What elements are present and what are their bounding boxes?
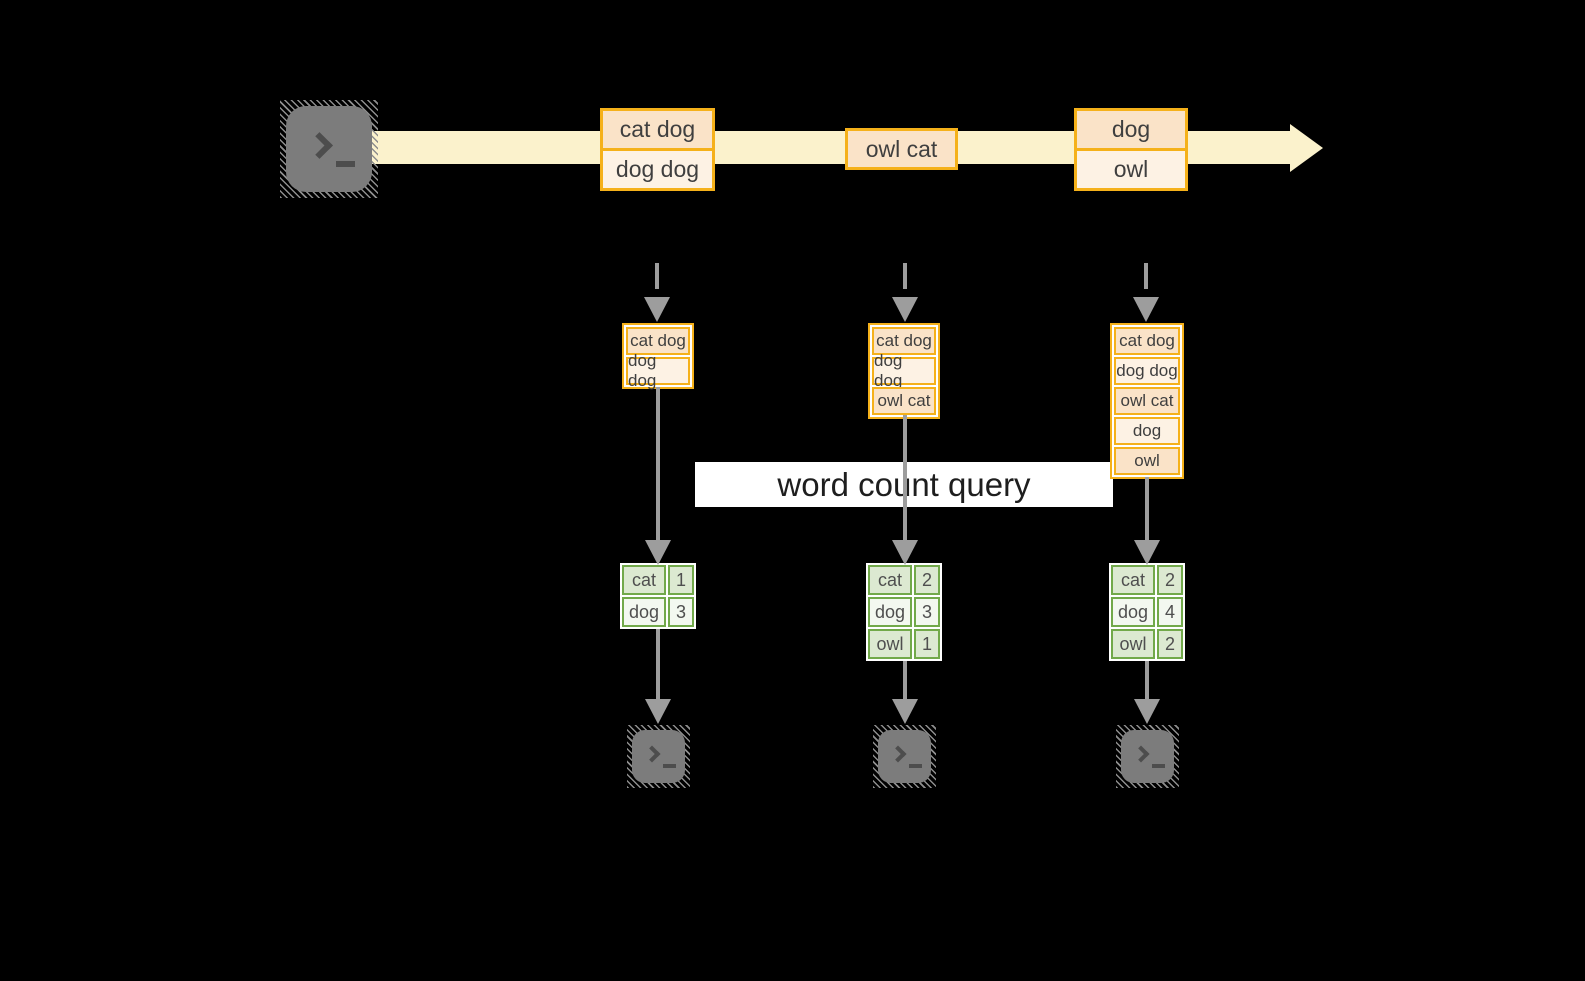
terminal-screen xyxy=(1121,730,1174,783)
input-buffer-stage-3: cat dog dog dog owl cat dog owl xyxy=(1110,323,1184,479)
query-arrowhead-icon xyxy=(645,540,671,565)
buffer-row: dog dog xyxy=(1114,357,1180,385)
buffer-row: dog dog xyxy=(626,351,690,390)
sink-terminal-icon xyxy=(627,725,690,788)
output-arrow-line xyxy=(1145,661,1149,701)
prompt-underscore-icon xyxy=(663,764,676,768)
sink-terminal-icon xyxy=(1116,725,1179,788)
query-arrow-line xyxy=(903,415,907,542)
sink-terminal-icon xyxy=(873,725,936,788)
ingest-arrowhead-icon xyxy=(1133,297,1159,322)
prompt-underscore-icon xyxy=(336,161,355,167)
query-arrowhead-icon xyxy=(892,540,918,565)
count-table-stage-1: cat 1 dog 3 xyxy=(620,563,696,629)
count-word: owl xyxy=(868,629,912,659)
terminal-screen xyxy=(286,106,372,192)
buffer-row: owl cat xyxy=(1114,387,1180,415)
prompt-underscore-icon xyxy=(1152,764,1165,768)
ingest-arrow-dash xyxy=(1144,263,1148,289)
stream-event-3: dog owl xyxy=(1074,108,1188,191)
output-arrowhead-icon xyxy=(892,699,918,724)
count-table-stage-3: cat 2 dog 4 owl 2 xyxy=(1109,563,1185,661)
buffer-row: cat dog xyxy=(626,327,690,355)
count-value: 3 xyxy=(668,597,694,627)
count-value: 1 xyxy=(668,565,694,595)
count-word: owl xyxy=(1111,629,1155,659)
input-buffer-stage-1: cat dog dog dog xyxy=(622,323,694,390)
input-buffer-stage-2: cat dog dog dog owl cat xyxy=(868,323,940,419)
count-word: cat xyxy=(868,565,912,595)
buffer-row: dog xyxy=(1114,417,1180,445)
terminal-screen xyxy=(878,730,931,783)
count-value: 2 xyxy=(1157,629,1183,659)
buffer-row: owl cat xyxy=(872,387,936,415)
count-value: 4 xyxy=(1157,597,1183,627)
count-value: 3 xyxy=(914,597,940,627)
count-word: dog xyxy=(622,597,666,627)
stream-band-arrowhead xyxy=(1290,124,1323,172)
prompt-chevron-icon xyxy=(889,745,907,763)
count-value: 1 xyxy=(914,629,940,659)
output-arrowhead-icon xyxy=(1134,699,1160,724)
prompt-underscore-icon xyxy=(909,764,922,768)
prompt-chevron-icon xyxy=(306,132,333,159)
buffer-row: owl xyxy=(1114,447,1180,475)
ingest-arrowhead-icon xyxy=(892,297,918,322)
prompt-chevron-icon xyxy=(1132,745,1150,763)
count-value: 2 xyxy=(914,565,940,595)
event-line: dog xyxy=(1077,111,1185,148)
ingest-arrowhead-icon xyxy=(644,297,670,322)
output-arrowhead-icon xyxy=(645,699,671,724)
count-word: cat xyxy=(622,565,666,595)
stream-source-terminal-icon xyxy=(280,100,378,198)
buffer-row: cat dog xyxy=(1114,327,1180,355)
event-line: owl cat xyxy=(848,131,955,167)
prompt-chevron-icon xyxy=(643,745,661,763)
terminal-screen xyxy=(632,730,685,783)
event-line: dog dog xyxy=(603,148,712,188)
event-line: cat dog xyxy=(603,111,712,148)
count-word: dog xyxy=(1111,597,1155,627)
count-word: dog xyxy=(868,597,912,627)
count-value: 2 xyxy=(1157,565,1183,595)
buffer-row: cat dog xyxy=(872,327,936,355)
buffer-row: dog dog xyxy=(872,351,936,390)
output-arrow-line xyxy=(903,661,907,701)
query-arrow-line xyxy=(656,387,660,542)
stream-event-1: cat dog dog dog xyxy=(600,108,715,191)
event-line: owl xyxy=(1077,148,1185,188)
ingest-arrow-dash xyxy=(655,263,659,289)
query-arrowhead-icon xyxy=(1134,540,1160,565)
stream-event-2: owl cat xyxy=(845,128,958,170)
output-arrow-line xyxy=(656,629,660,701)
count-table-stage-2: cat 2 dog 3 owl 1 xyxy=(866,563,942,661)
ingest-arrow-dash xyxy=(903,263,907,289)
query-arrow-line xyxy=(1145,477,1149,542)
count-word: cat xyxy=(1111,565,1155,595)
